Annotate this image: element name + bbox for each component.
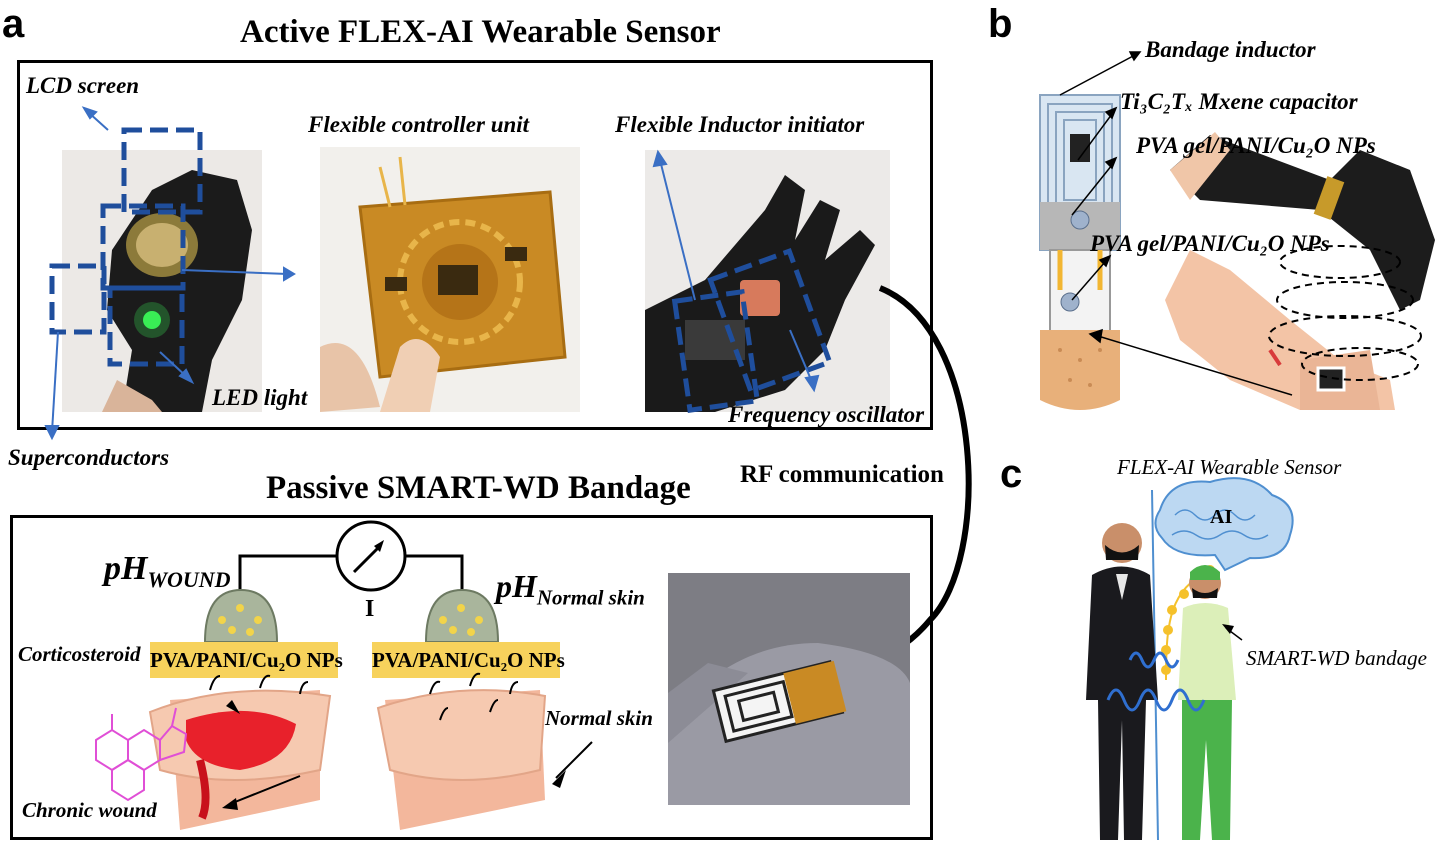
lcd-screen-label: LCD screen [26, 73, 140, 98]
mxene-capacitor-label: Ti₃C₂Tₓ Mxene capacitor [1120, 89, 1358, 114]
panel-letter-a: a [2, 2, 25, 46]
bandage-hand-photo [668, 573, 910, 805]
pva-top-label: PVA gel/PANI/Cu₂O NPs [1136, 133, 1376, 158]
electrode-left-bar: PVA/PANI/Cu₂O NPs [150, 642, 343, 678]
led-light-label: LED light [212, 385, 308, 410]
passive-bandage-title: Passive SMART-WD Bandage [266, 470, 691, 506]
panel-letter-b: b [988, 2, 1013, 46]
ph-wound-main: pH [104, 550, 148, 587]
flex-ai-sensor-label: FLEX-AI Wearable Sensor [1117, 455, 1342, 479]
smart-wd-bandage-label: SMART-WD bandage [1246, 646, 1427, 670]
bandage-inductor-label: Bandage inductor [1145, 37, 1316, 62]
glove-lcd-photo [62, 150, 262, 412]
ph-wound-sub: WOUND [147, 566, 231, 592]
ph-normal-sub: Normal skin [536, 585, 645, 610]
active-sensor-title: Active FLEX-AI Wearable Sensor [240, 14, 721, 50]
corticosteroid-label: Corticosteroid [18, 642, 141, 666]
electrode-right-bar: PVA/PANI/Cu₂O NPs [372, 642, 565, 678]
ph-normal-label: pHNormal skin [496, 568, 645, 610]
panel-letter-c: c [1000, 452, 1023, 496]
current-symbol: I [365, 596, 375, 622]
normal-skin-label: Normal skin [545, 706, 653, 730]
inductor-initiator-label: Flexible Inductor initiator [615, 112, 865, 137]
panel-a-dashed-boxes [44, 106, 833, 441]
active-sensor-frame [17, 60, 933, 430]
controller-photo [320, 147, 580, 412]
skin-models [95, 672, 593, 830]
rf-communication-label: RF communication [740, 461, 944, 488]
chronic-wound-label: Chronic wound [22, 798, 157, 822]
superconductors-label: Superconductors [8, 445, 170, 470]
electrode-domes [203, 588, 500, 643]
passive-bandage-frame [10, 515, 933, 840]
pva-bottom-label: PVA gel/PANI/Cu₂O NPs [1090, 231, 1330, 256]
ph-wound-label: pHWOUND [104, 550, 231, 593]
ph-normal-main: pH [496, 568, 537, 604]
frequency-oscillator-label: Frequency oscillator [728, 402, 925, 427]
ai-label: AI [1210, 506, 1233, 528]
controller-unit-label: Flexible controller unit [308, 112, 530, 137]
